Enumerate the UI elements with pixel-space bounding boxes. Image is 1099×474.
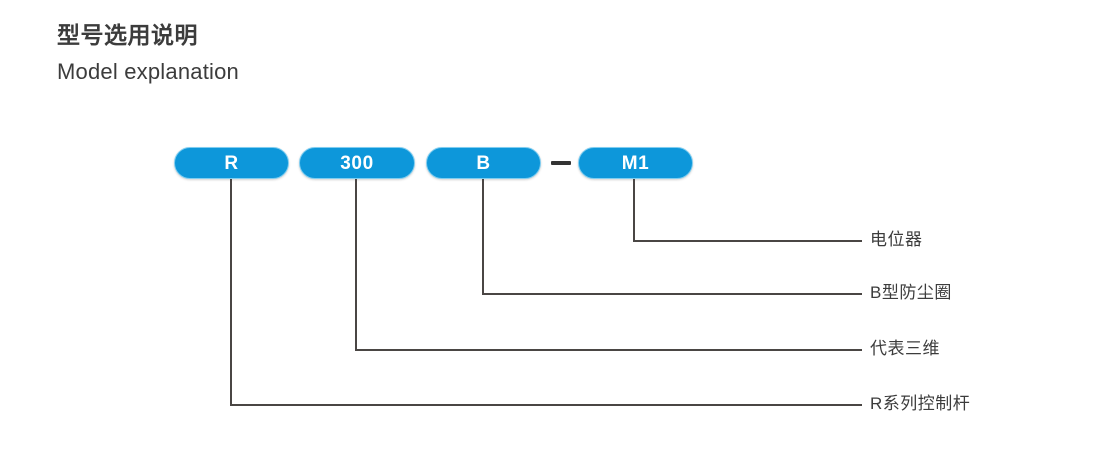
code-segment-output-label: M1 [621, 152, 650, 174]
leader-line-seal-horizontal [482, 293, 862, 295]
code-segment-seal-label: B [476, 152, 491, 174]
code-segment-size[interactable]: 300 [299, 147, 415, 179]
leader-line-series-vertical [230, 179, 232, 406]
leader-line-series-horizontal [230, 404, 862, 406]
code-separator-dash [551, 161, 571, 165]
code-segment-series-label: R [224, 152, 239, 174]
code-segment-output[interactable]: M1 [578, 147, 693, 179]
code-segment-seal[interactable]: B [426, 147, 541, 179]
page-title-english: Model explanation [57, 59, 239, 84]
diagram-heading: 型号选用说明 Model explanation [57, 20, 239, 88]
code-segment-series[interactable]: R [174, 147, 289, 179]
callout-label-series: R系列控制杆 [870, 394, 971, 413]
leader-line-size-vertical [355, 179, 357, 351]
page-title-chinese: 型号选用说明 [57, 22, 198, 48]
leader-line-output-vertical [633, 179, 635, 242]
leader-line-output-horizontal [633, 240, 862, 242]
callout-label-size: 代表三维 [870, 339, 940, 358]
leader-line-size-horizontal [355, 349, 862, 351]
leader-line-seal-vertical [482, 179, 484, 295]
code-segment-size-label: 300 [340, 152, 374, 174]
callout-label-seal: B型防尘圈 [870, 283, 952, 302]
callout-label-output: 电位器 [870, 230, 923, 249]
